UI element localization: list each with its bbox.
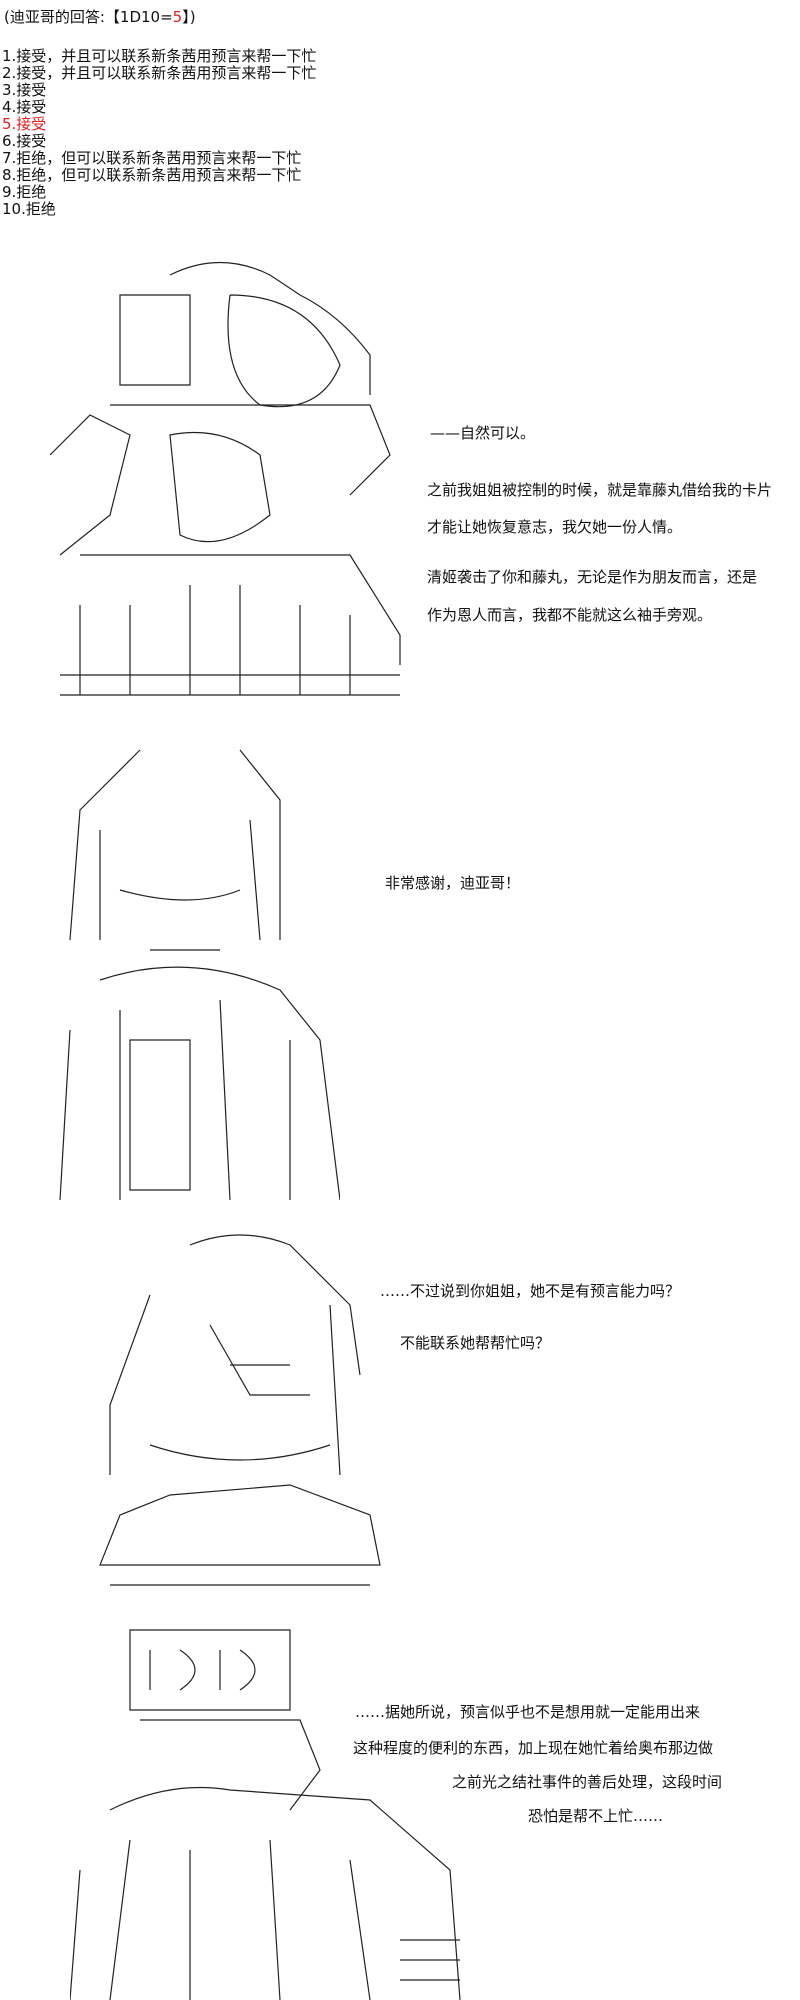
option-item: 1.接受，并且可以联系新条茜用预言来帮一下忙 — [2, 47, 317, 65]
option-item: 7.拒绝，但可以联系新条茜用预言来帮一下忙 — [2, 149, 302, 167]
dialogue-line: 之前我姐姐被控制的时候，就是靠藤丸借给我的卡片 — [427, 481, 773, 499]
dialogue-line: 作为恩人而言，我都不能就这么袖手旁观。 — [427, 606, 713, 624]
option-item: 8.拒绝，但可以联系新条茜用预言来帮一下忙 — [2, 166, 302, 184]
dialogue-line: 这种程度的便利的东西，加上现在她忙着给奥布那边做 — [353, 1739, 714, 1757]
option-item-selected: 5.接受 — [2, 115, 47, 133]
dialogue-line: 不能联系她帮帮忙吗？ — [400, 1334, 551, 1352]
dialogue-line: 之前光之结社事件的善后处理，这段时间 — [452, 1773, 723, 1791]
ascii-art-character-1 — [49, 262, 401, 696]
ascii-art-character-2 — [59, 749, 340, 1201]
option-item: 3.接受 — [2, 81, 47, 99]
option-item: 2.接受，并且可以联系新条茜用预言来帮一下忙 — [2, 64, 317, 82]
dice-result-header: (迪亚哥的回答:【1D10=5】) — [4, 6, 196, 27]
dialogue-line: ……不过说到你姐姐，她不是有预言能力吗？ — [380, 1282, 681, 1300]
header-prefix: (迪亚哥的回答:【1D10= — [4, 8, 173, 26]
option-item: 9.拒绝 — [2, 183, 47, 201]
option-item: 6.接受 — [2, 132, 47, 150]
ascii-art-character-3 — [99, 1234, 381, 1586]
dialogue-line: 才能让她恢复意志，我欠她一份人情。 — [427, 518, 683, 536]
dialogue-line: ——自然可以。 — [430, 424, 536, 442]
option-item: 4.接受 — [2, 98, 47, 116]
dialogue-line: 清姬袭击了你和藤丸，无论是作为朋友而言，还是 — [427, 568, 758, 586]
dialogue-line: 非常感谢，迪亚哥！ — [385, 874, 521, 892]
header-suffix: 】) — [182, 8, 196, 26]
dice-roll-value: 5 — [172, 8, 183, 26]
dialogue-line: ……据她所说，预言似乎也不是想用就一定能用出来 — [355, 1703, 701, 1721]
option-item: 10.拒绝 — [2, 200, 56, 218]
ascii-art-character-4 — [70, 1629, 461, 2000]
options-list: 1.接受，并且可以联系新条茜用预言来帮一下忙 2.接受，并且可以联系新条茜用预言… — [2, 48, 316, 218]
dialogue-line: 恐怕是帮不上忙…… — [528, 1807, 664, 1825]
